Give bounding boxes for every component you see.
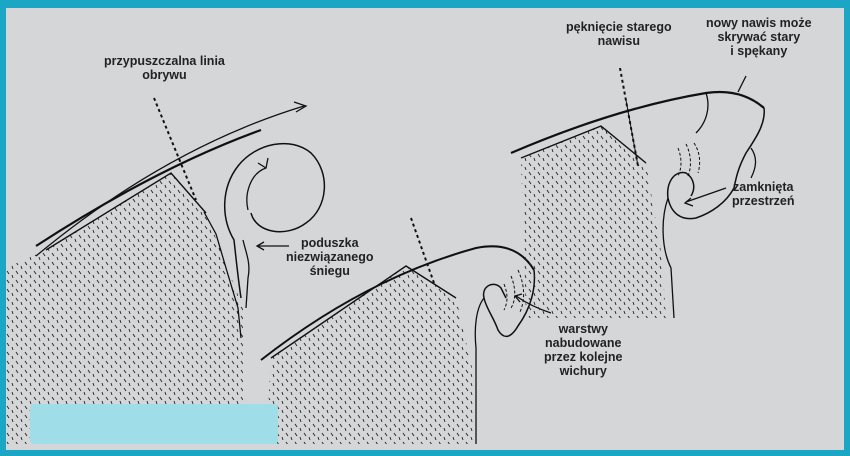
label-old-cornice-crack-1: pęknięcie starego (566, 20, 672, 34)
label-wind-layers-2: nabudowane (544, 336, 623, 350)
slope-line-3 (511, 92, 764, 153)
old-cornice-3 (696, 93, 756, 178)
label-closed-space: zamknięta przestrzeń (732, 180, 795, 208)
label-wind-layers-1: warstwy (544, 322, 623, 336)
label-unbound-snow: poduszka niezwiązanego śniegu (286, 236, 374, 278)
label-fracture-line-1: przypuszczalna linia (104, 54, 225, 68)
label-unbound-snow-3: śniegu (286, 264, 374, 278)
layers-3 (678, 143, 700, 176)
label-new-cornice-1: nowy nawis może (706, 16, 812, 30)
label-unbound-snow-1: poduszka (286, 236, 374, 250)
label-wind-layers: warstwy nabudowane przez kolejne wichury (544, 322, 623, 378)
label-fracture-line: przypuszczalna linia obrywu (104, 54, 225, 82)
rock-2 (266, 266, 474, 444)
cornice-2-base (475, 298, 484, 444)
highlight-patch (30, 404, 278, 444)
cornice-inner-1 (247, 158, 268, 210)
wind-layers-2 (504, 270, 524, 312)
label-new-cornice: nowy nawis może skrywać stary i spękany (706, 16, 812, 58)
diagram-page: przypuszczalna linia obrywu poduszka nie… (6, 8, 844, 450)
label-old-cornice-crack-2: nawisu (566, 34, 672, 48)
leader-closed-head (685, 198, 693, 206)
label-closed-space-1: zamknięta (732, 180, 795, 194)
rock-3 (521, 126, 666, 318)
label-wind-layers-4: wichury (544, 364, 623, 378)
label-new-cornice-2: skrywać stary (706, 30, 812, 44)
label-old-cornice-crack: pęknięcie starego nawisu (566, 20, 672, 48)
label-wind-layers-3: przez kolejne (544, 350, 623, 364)
label-closed-space-2: przestrzeń (732, 194, 795, 208)
label-fracture-line-2: obrywu (104, 68, 225, 82)
diagram-3 (511, 68, 764, 318)
label-unbound-snow-2: niezwiązanego (286, 250, 374, 264)
leader-new (738, 76, 746, 92)
label-new-cornice-3: i spękany (706, 44, 812, 58)
